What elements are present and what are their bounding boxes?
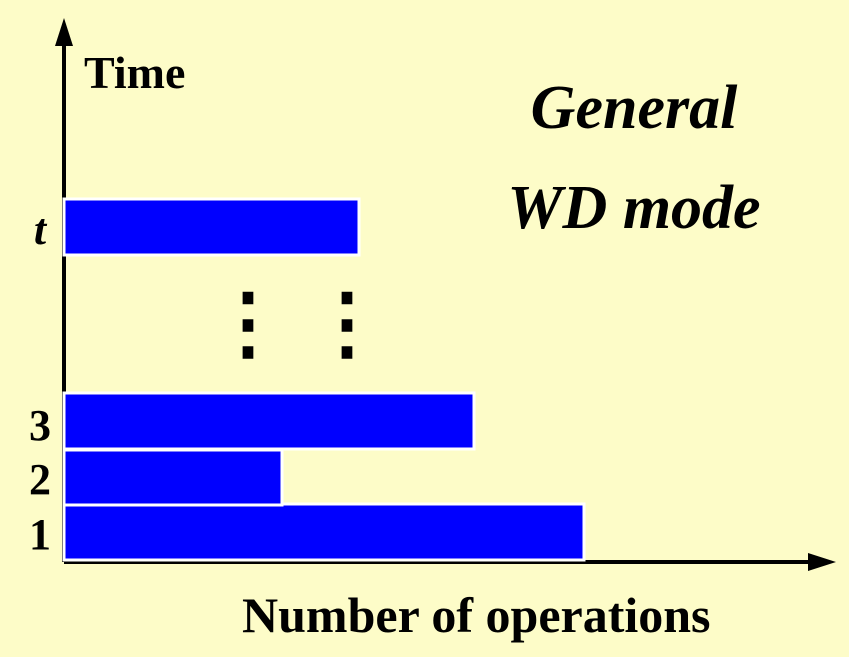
bar-label-2: 2	[29, 455, 51, 504]
y-axis-label: Time	[84, 47, 185, 98]
x-axis-label: Number of operations	[242, 587, 711, 643]
bar-2	[62, 448, 284, 507]
title-line-2: WD mode	[507, 174, 760, 242]
title-line-1: General	[531, 74, 738, 142]
ellipsis-left: ⋮	[208, 280, 288, 368]
ellipsis-right: ⋮	[307, 280, 387, 368]
bar-3	[62, 391, 476, 451]
bar-label-t: t	[34, 205, 48, 254]
bar-t	[62, 197, 361, 257]
bar-1	[62, 502, 586, 562]
bar-label-3: 3	[29, 401, 51, 450]
y-axis-arrow-icon	[55, 18, 73, 46]
x-axis-arrow-icon	[808, 553, 836, 571]
bar-label-1: 1	[29, 510, 51, 559]
